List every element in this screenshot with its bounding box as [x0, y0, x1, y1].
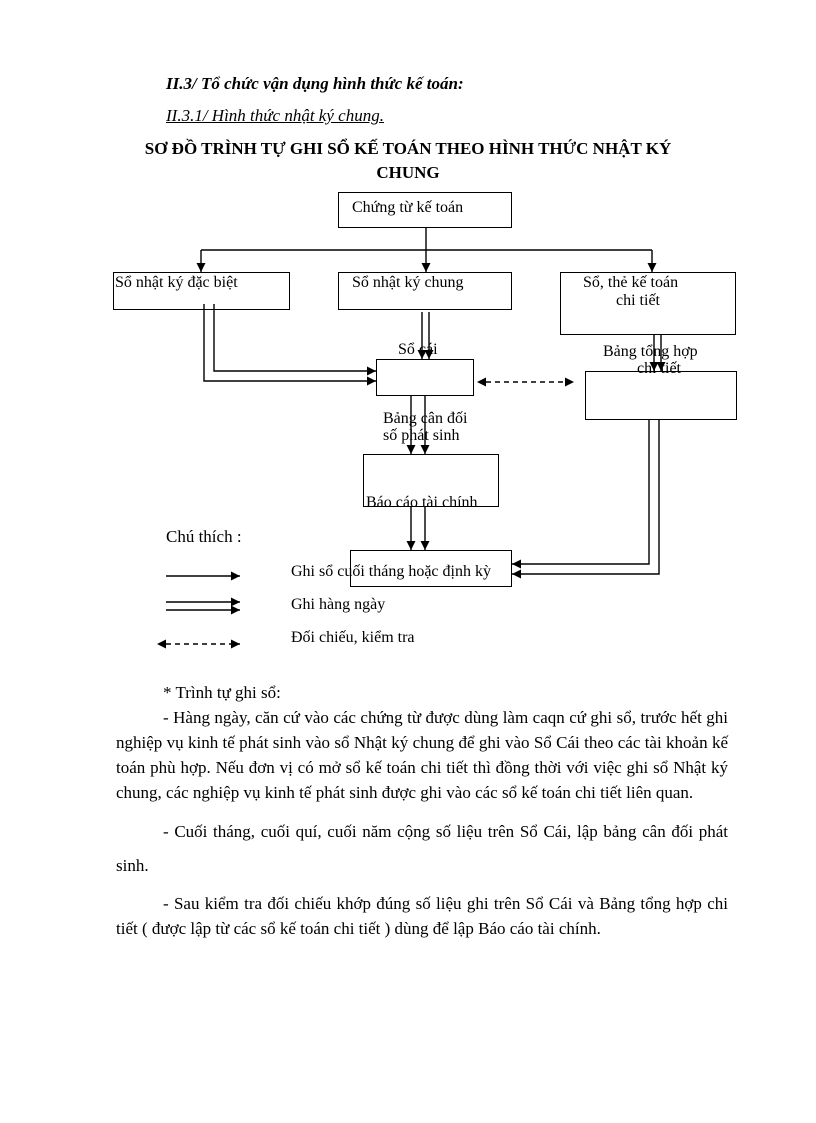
legend-item-periodic: Ghi sổ cuối tháng hoặc định kỳ: [291, 563, 491, 580]
box-bao-cao: [350, 550, 512, 587]
diagram-title-line1: SƠ ĐỒ TRÌNH TỰ GHI SỔ KẾ TOÁN THEO HÌNH …: [144, 139, 672, 158]
box-chung-tu: [338, 192, 512, 228]
section-heading: II.3/ Tổ chức vận dụng hình thức kế toán…: [166, 74, 464, 93]
paragraph-2: - Cuối tháng, cuối quí, cuối năm cộng số…: [116, 822, 728, 875]
label-chung-tu: Chứng từ kế toán: [352, 199, 464, 216]
label-the-ke-toan-2: chi tiết: [616, 292, 660, 309]
box-nhat-ky-chung: [338, 272, 512, 310]
label-nhat-ky-chung: Sổ nhật ký chung: [352, 274, 464, 291]
paragraph-3: - Sau kiểm tra đối chiếu khớp đúng số li…: [116, 894, 728, 938]
label-nhat-ky-dac-biet: Sổ nhật ký đặc biệt: [115, 274, 238, 291]
label-bao-cao: Báo cáo tài chính: [366, 494, 478, 511]
body-text: * Trình tự ghi sổ: - Hàng ngày, căn cứ v…: [116, 680, 728, 941]
paragraph-1: - Hàng ngày, căn cứ vào các chứng từ đượ…: [116, 708, 728, 802]
box-so-the-chi-tiet: [560, 272, 736, 335]
box-so-cai: [376, 359, 474, 396]
label-so-cai: Sổ cái: [398, 341, 438, 358]
label-bang-can-doi-2: số phát sinh: [383, 427, 460, 444]
subsection-heading: II.3.1/ Hình thức nhật ký chung.: [166, 106, 384, 125]
legend-item-check: Đối chiếu, kiểm tra: [291, 629, 415, 646]
box-nhat-ky-dac-biet: [113, 272, 290, 310]
label-bang-tong-hop-2: chi tiết: [637, 360, 681, 377]
label-bang-can-doi-1: Bảng cân đối: [383, 410, 468, 427]
legend-title: Chú thích :: [166, 527, 242, 546]
legend-item-daily: Ghi hàng ngày: [291, 596, 386, 613]
label-the-ke-toan-1: Sổ, thẻ kế toán: [583, 274, 679, 291]
label-bang-tong-hop-1: Bảng tổng hợp: [603, 343, 698, 360]
box-bang-can-doi: [363, 454, 499, 507]
box-bang-tong-hop: [585, 371, 737, 420]
diagram-title-line2: CHUNG: [376, 163, 440, 182]
paragraph-0: * Trình tự ghi sổ:: [163, 683, 281, 702]
